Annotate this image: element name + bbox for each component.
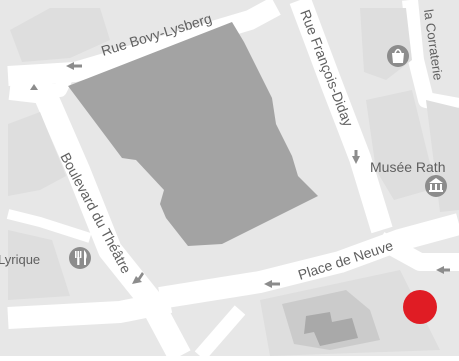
road-east[interactable] — [375, 232, 459, 271]
building-south-core — [304, 312, 358, 346]
road-lower-left[interactable] — [7, 291, 173, 329]
road-rue-bovy-lysberg[interactable] — [7, 0, 281, 86]
label-lyrique[interactable]: Lyrique — [0, 252, 40, 267]
building-east — [426, 100, 459, 212]
road-rue-francois-diday[interactable] — [289, 0, 393, 234]
museum-icon[interactable] — [425, 175, 447, 197]
one-way-arrow-icon — [352, 150, 360, 164]
one-way-arrows — [30, 62, 450, 288]
road-place-de-neuve[interactable] — [158, 213, 459, 309]
one-way-arrow-icon — [264, 280, 280, 288]
building-west-1 — [8, 112, 66, 196]
one-way-arrow-icon — [436, 266, 450, 274]
one-way-arrow-icon — [30, 84, 38, 90]
building-northwest — [10, 8, 110, 62]
location-marker[interactable] — [403, 290, 437, 324]
one-way-arrow-icon — [132, 272, 144, 284]
building-musee-block — [366, 90, 436, 200]
road-la-corraterie[interactable] — [402, 0, 459, 114]
one-way-arrow-icon — [66, 62, 82, 70]
road-junction-nw[interactable] — [27, 66, 77, 99]
road-south[interactable] — [194, 305, 246, 361]
label-musee-rath[interactable]: Musée Rath — [370, 159, 445, 175]
shopping-bag-icon[interactable] — [387, 45, 409, 67]
road-west-lane[interactable] — [6, 209, 92, 243]
restaurant-icon[interactable] — [69, 247, 91, 269]
building-grand-theatre — [68, 22, 318, 246]
building-west-2 — [8, 230, 70, 300]
